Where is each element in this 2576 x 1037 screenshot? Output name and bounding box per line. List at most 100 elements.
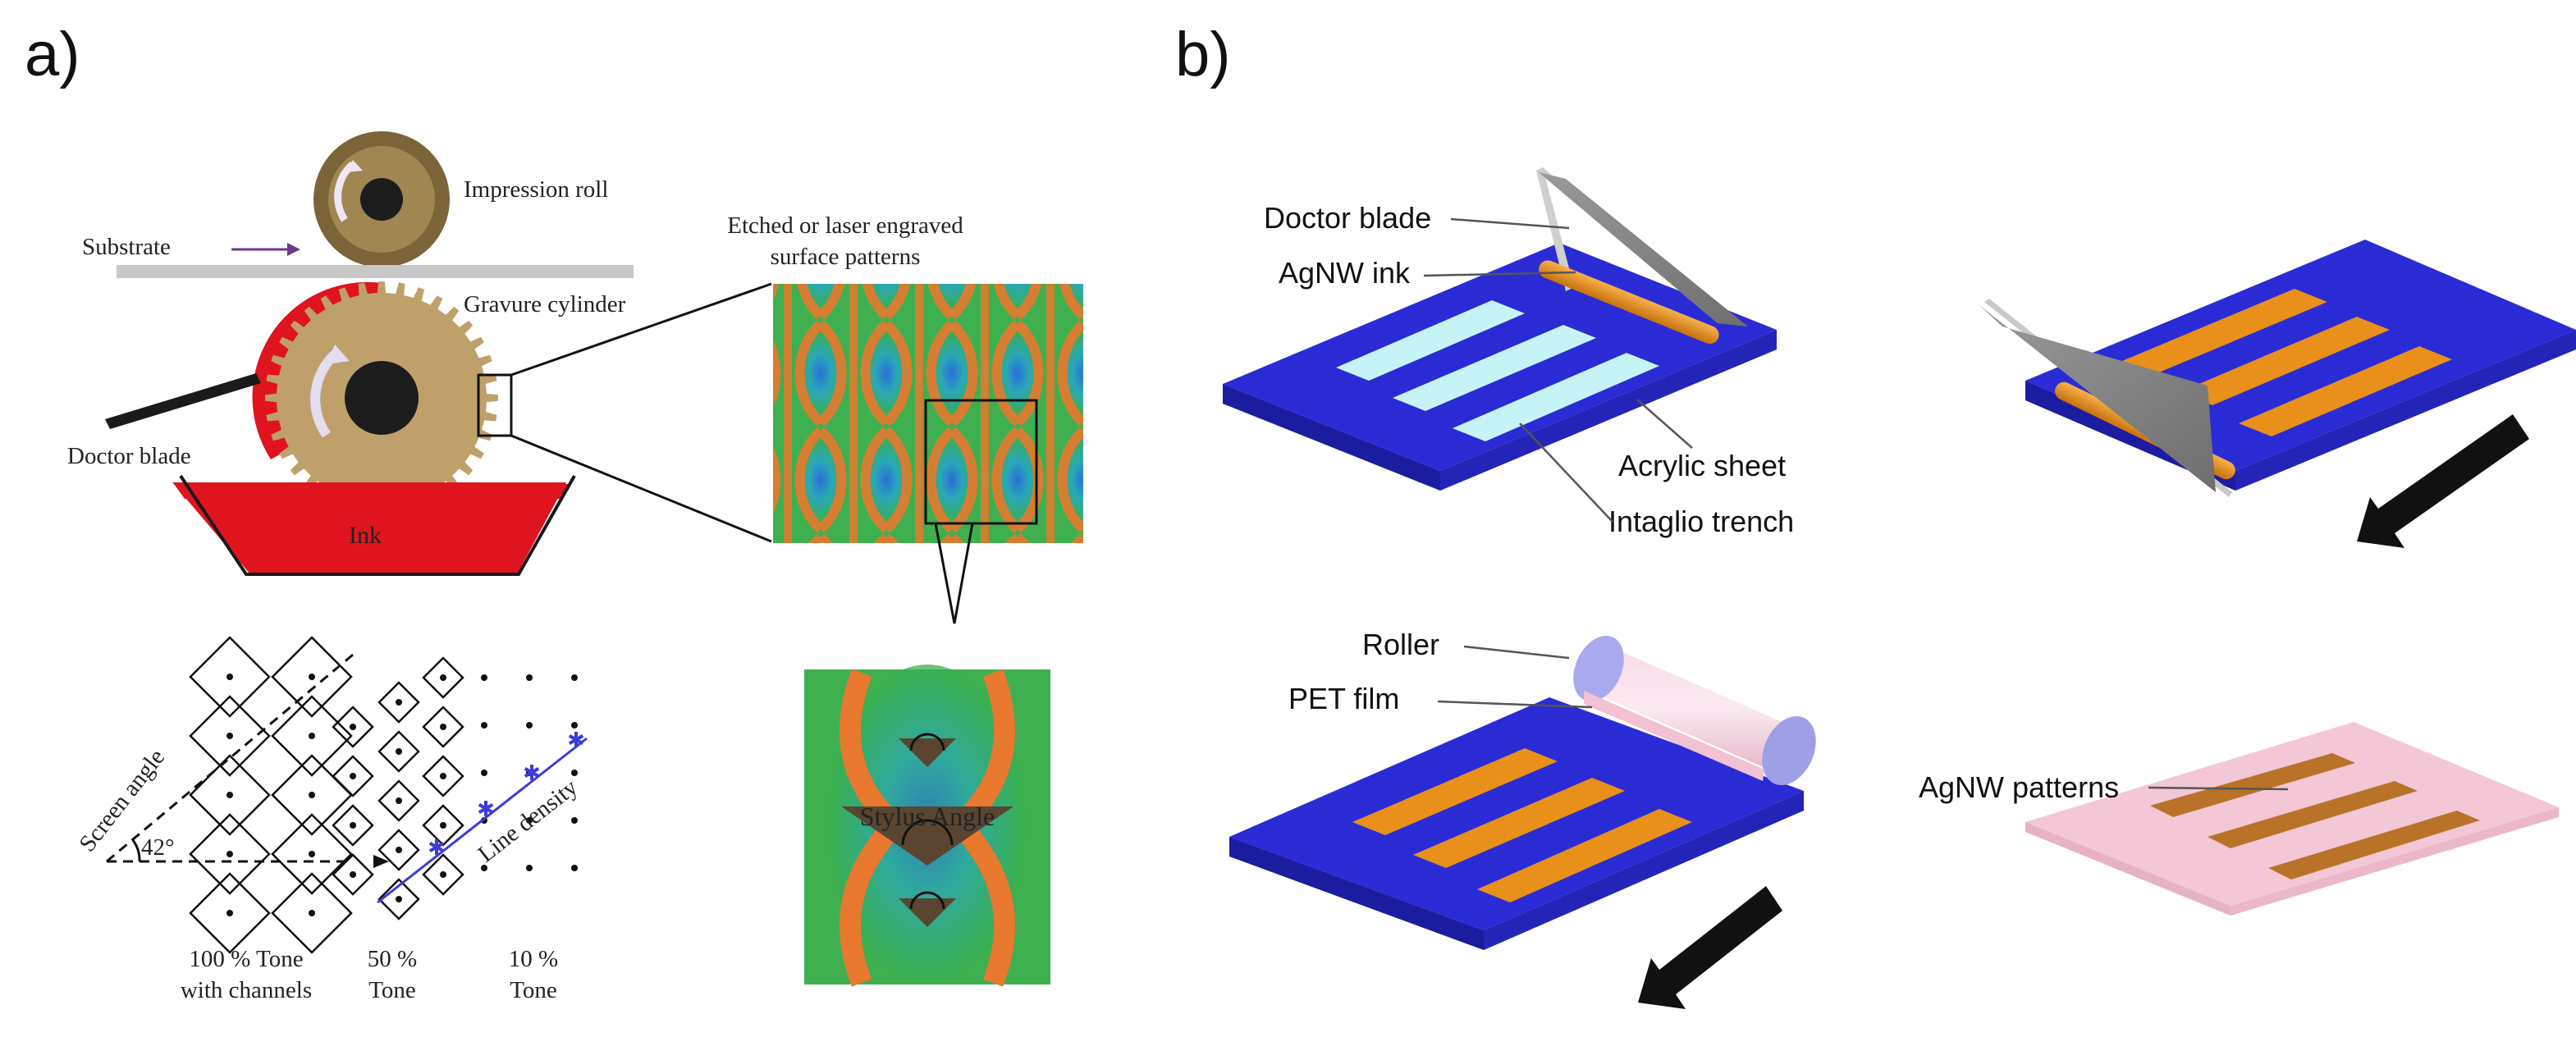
tone-dot <box>526 770 533 776</box>
tone-100-line2: with channels <box>181 977 312 1003</box>
roller-label: Roller <box>1362 628 1439 661</box>
tone-dot <box>481 674 487 681</box>
svg-text:✱: ✱ <box>428 835 446 860</box>
gravure-cylinder-label: Gravure cylinder <box>464 291 626 317</box>
tone-dot <box>226 851 233 857</box>
tone-dot <box>440 871 446 878</box>
svg-text:✱: ✱ <box>567 728 585 752</box>
pet-film-label: PET film <box>1288 682 1399 715</box>
scene-agnw-patterns <box>2025 722 2559 916</box>
tone-cell <box>189 754 271 836</box>
tone-dot <box>571 722 578 729</box>
svg-text:✱: ✱ <box>523 761 541 785</box>
tone-dot <box>526 865 533 871</box>
tone-dot <box>526 722 533 729</box>
impression-roll <box>313 131 450 267</box>
stylus-detail-image <box>804 665 1050 987</box>
tone-cell <box>422 706 464 748</box>
angle-value-label: 42° <box>141 834 175 861</box>
engraved-pattern-image <box>773 284 1083 543</box>
etched-label-line2: surface patterns <box>771 244 921 270</box>
tone-cell <box>332 853 374 896</box>
doctor-blade-a-label: Doctor blade <box>67 443 191 469</box>
tone-dot <box>309 674 315 680</box>
tone-cell <box>377 829 420 871</box>
tone-cell <box>377 878 420 921</box>
tone-cell <box>377 681 420 724</box>
tone-dot <box>571 674 578 681</box>
gear-tooth <box>483 393 498 403</box>
tone-dot <box>396 797 402 804</box>
tone-dot <box>481 865 487 871</box>
agnw-ink-label: AgNW ink <box>1279 256 1411 290</box>
scene-blade-start <box>1223 167 1777 491</box>
ink-tray <box>172 474 576 576</box>
tone-diagram <box>189 636 578 954</box>
panel-b-letter: b) <box>1175 20 1231 89</box>
tone-dot <box>309 733 315 739</box>
tone-dot <box>440 773 446 779</box>
tone-cell <box>189 813 271 895</box>
tone-cell <box>271 813 353 895</box>
tone-50-line2: Tone <box>368 977 416 1003</box>
tone-cell <box>422 804 464 847</box>
scene-roller <box>1229 635 1816 950</box>
tone-cell <box>377 730 420 773</box>
tone-dot <box>309 910 315 916</box>
tone-cell <box>271 636 353 718</box>
arrow-left-down-2 <box>1638 886 1782 1009</box>
tone-cell <box>422 656 464 699</box>
tone-dot <box>309 851 315 857</box>
intaglio-trench-label: Intaglio trench <box>1608 505 1794 538</box>
impression-roll-label: Impression roll <box>464 176 608 203</box>
tone-dot <box>571 865 578 871</box>
tone-dot <box>526 817 533 824</box>
etched-label-line1: Etched or laser engraved <box>727 212 963 239</box>
panel-a-letter: a) <box>25 20 80 89</box>
zoom-callout <box>934 523 974 624</box>
scene-blade-sweep <box>1979 240 2576 497</box>
tone-dot <box>396 699 402 706</box>
cylinder-zoom-box <box>477 373 513 437</box>
tone-dot <box>396 748 402 755</box>
tone-dot <box>396 896 402 902</box>
tone-dot <box>309 792 315 798</box>
tone-dot <box>226 910 233 916</box>
tone-dot <box>440 674 446 681</box>
gear-tooth <box>377 281 387 297</box>
tone-cell <box>332 706 374 748</box>
tone-dot <box>481 770 487 776</box>
tone-cell <box>422 853 464 896</box>
substrate-arrow <box>231 243 300 256</box>
stylus-angle-label: Stylus Angle <box>860 802 995 831</box>
tone-dot <box>350 773 356 779</box>
tone-10-line2: Tone <box>510 977 557 1003</box>
tone-cell <box>377 779 420 822</box>
tone-cell <box>332 804 374 847</box>
svg-text:✱: ✱ <box>477 797 495 821</box>
ink-label: Ink <box>349 522 382 549</box>
tone-cell <box>189 695 271 777</box>
tone-dot <box>571 770 578 776</box>
tone-cell <box>189 636 271 718</box>
tone-dot <box>226 674 233 680</box>
tone-dot <box>481 722 487 729</box>
arrow-left-down-1 <box>2357 414 2529 548</box>
tone-dot <box>350 871 356 878</box>
tone-dot <box>396 847 402 853</box>
tone-50-line1: 50 % <box>368 946 417 972</box>
tone-10-line1: 10 % <box>509 946 558 972</box>
tone-dot <box>440 822 446 829</box>
line-density-line: ✱ ✱ ✱ ✱ <box>377 728 588 904</box>
tone-cell <box>332 755 374 797</box>
agnw-patterns-label: AgNW patterns <box>1919 770 2119 804</box>
tone-dot <box>226 792 233 798</box>
substrate-sheet <box>117 265 634 278</box>
tone-dot <box>571 817 578 824</box>
substrate-label: Substrate <box>82 234 171 260</box>
tone-cell <box>271 872 353 954</box>
gear-tooth <box>265 393 281 403</box>
doctor-blade-b-label: Doctor blade <box>1264 201 1431 235</box>
tone-dot <box>440 724 446 730</box>
